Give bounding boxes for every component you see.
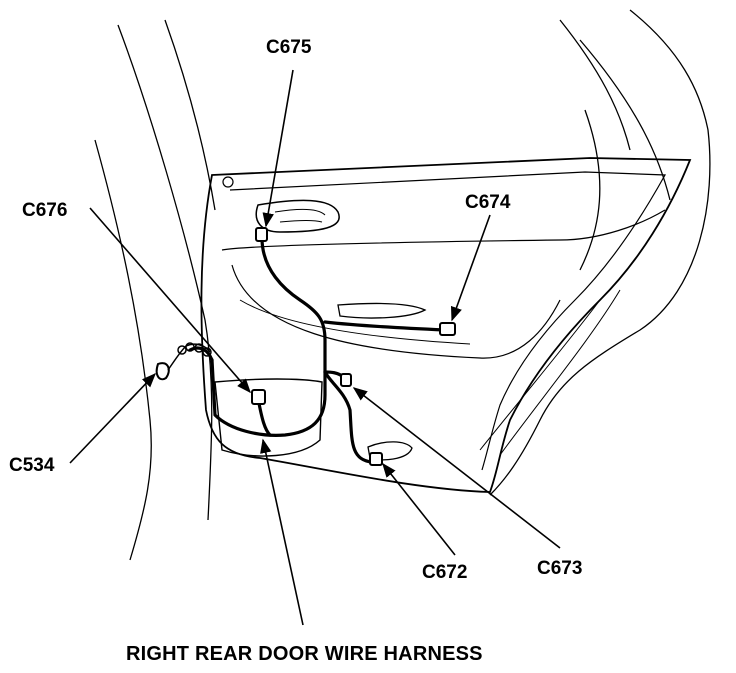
label-c672: C672	[422, 562, 468, 583]
leader-c674	[450, 214, 491, 322]
c534-grommet	[167, 342, 212, 371]
label-c673: C673	[537, 558, 583, 579]
connector-c673-body	[340, 373, 352, 387]
door-clip	[222, 176, 234, 188]
label-c675: C675	[266, 37, 312, 58]
leader-c534	[69, 372, 156, 464]
leader-c675	[262, 69, 294, 228]
label-c534: C534	[9, 455, 55, 476]
lower-pocket	[214, 378, 323, 457]
connector-c534-body	[155, 362, 170, 381]
label-c674: C674	[465, 192, 511, 213]
leader-c672	[382, 462, 456, 556]
leader-lines	[69, 69, 561, 626]
leader-c676	[89, 207, 251, 394]
leader-caption	[260, 438, 304, 626]
connector-c676-body	[251, 389, 266, 405]
armrest	[337, 302, 427, 319]
leader-c673	[352, 387, 561, 549]
connector-bodies	[155, 227, 456, 466]
connector-c675-body	[255, 227, 268, 242]
diagram-caption: RIGHT REAR DOOR WIRE HARNESS	[126, 643, 483, 665]
inner-handle	[255, 199, 340, 233]
body-outline	[94, 9, 711, 561]
connector-c674-body	[439, 322, 456, 336]
connector-c672-body	[369, 452, 383, 466]
label-c676: C676	[22, 200, 68, 221]
